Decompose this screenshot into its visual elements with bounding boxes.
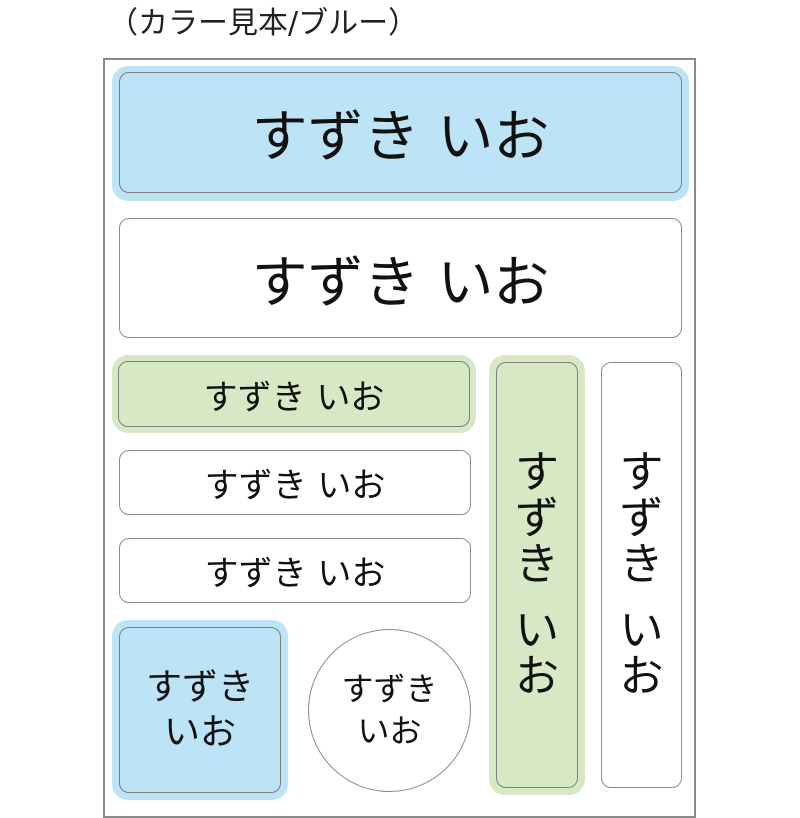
vertical-white-char-3: き: [619, 539, 664, 590]
color-sample-caption: （カラー見本/ブルー）: [108, 6, 419, 41]
square-blue-label-inner: すずき いお: [119, 627, 281, 793]
medium-green-label-inner: すずき いお: [118, 361, 470, 427]
square-blue-label-line1: すずき: [145, 667, 254, 708]
vertical-green-char-5: お: [515, 651, 559, 703]
vertical-white-label: す ず き い お: [601, 362, 682, 788]
medium-white-label-2-text: すずき いお: [204, 554, 386, 594]
vertical-green-char-4: い: [515, 604, 559, 656]
vertical-white-char-1: す: [619, 446, 664, 498]
vertical-white-char-4: い: [619, 604, 664, 656]
medium-white-label-1: すずき いお: [119, 450, 471, 515]
medium-white-label-1-text: すずき いお: [204, 466, 386, 506]
large-blue-label-text: すずき いお: [251, 105, 550, 170]
medium-green-label-text: すずき いお: [203, 377, 385, 418]
medium-white-label-2: すずき いお: [119, 538, 471, 603]
circle-label: すずき いお: [308, 629, 471, 792]
square-blue-label-line2: いお: [163, 712, 236, 753]
vertical-green-char-1: す: [515, 446, 559, 498]
vertical-green-label: す ず き い お: [489, 355, 585, 795]
vertical-white-char-2: ず: [619, 492, 664, 544]
name-label-sheet: すずき いお すずき いお すずき いお すずき いお すずき いお すずき い…: [103, 58, 696, 818]
circle-label-line1: すずき: [341, 669, 438, 708]
circle-label-line2: いお: [357, 711, 422, 750]
vertical-green-char-2: ず: [515, 492, 559, 544]
large-blue-label: すずき いお: [112, 66, 689, 201]
vertical-white-label-text: す ず き い お: [619, 446, 664, 703]
vertical-green-label-inner: す ず き い お: [496, 362, 578, 788]
vertical-green-char-3: き: [515, 539, 559, 590]
large-blue-label-inner: すずき いお: [119, 72, 682, 193]
vertical-white-char-5: お: [619, 651, 664, 703]
medium-green-label: すずき いお: [112, 355, 476, 433]
vertical-green-label-text: す ず き い お: [515, 446, 559, 703]
large-white-label: すずき いお: [119, 218, 682, 338]
large-white-label-text: すずき いお: [251, 250, 550, 316]
square-blue-label: すずき いお: [112, 620, 288, 800]
